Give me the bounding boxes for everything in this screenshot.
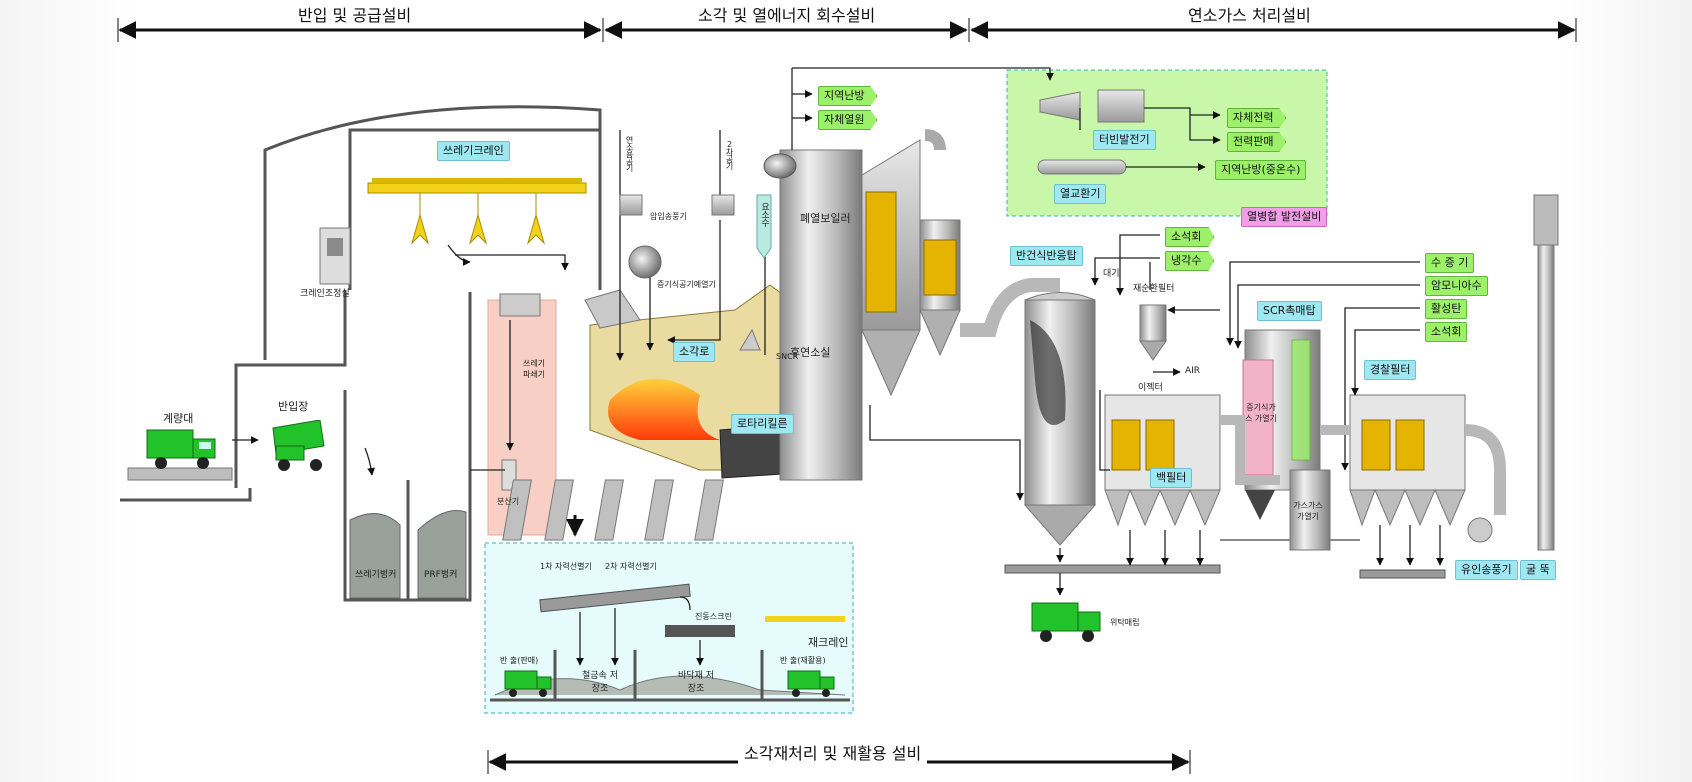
label-crane-room: 크레인조정실 xyxy=(300,289,350,299)
tag-slaked-lime: 소석회 xyxy=(1165,227,1215,247)
tag-slaked-lime-2: 소석회 xyxy=(1425,322,1468,342)
stack-graphic xyxy=(1533,194,1559,551)
tag-activated-carbon: 활성탄 xyxy=(1425,299,1468,319)
tag-turbine-generator: 터빈발전기 xyxy=(1093,130,1156,150)
truck-icon-tipping xyxy=(272,420,325,471)
tag-ammonia-water: 암모니아수 xyxy=(1425,276,1488,296)
tag-chp-facility: 열병합 발전설비 xyxy=(1241,207,1328,227)
weighbridge-platform xyxy=(127,467,233,481)
urea-tank xyxy=(756,194,772,259)
label-waste-bunker: 쓰레기벙커 xyxy=(355,570,397,580)
boiler-tower xyxy=(763,129,961,481)
truck-icon-fly-ash xyxy=(1031,602,1101,642)
truck-icon-weighbridge xyxy=(146,429,216,469)
section-title-ash: 소각재처리 및 재활용 설비 xyxy=(738,740,928,764)
tag-id-fan: 유인송풍기 xyxy=(1455,560,1518,580)
label-urea-water: 요소수 xyxy=(759,202,769,226)
label-waste-heat-boiler: 폐열보일러 xyxy=(800,212,851,225)
label-out-recycle: 반 출(재활용) xyxy=(780,656,826,665)
tag-district-heating: 지역난방 xyxy=(818,86,878,106)
scr-tower-graphic xyxy=(1242,329,1321,520)
tag-heat-exchanger: 열교환기 xyxy=(1054,184,1107,204)
polishing-filter-graphic xyxy=(1349,394,1466,527)
tag-self-power: 자체전력 xyxy=(1227,108,1287,128)
section-title-flue-gas: 연소가스 처리설비 xyxy=(1182,2,1317,26)
label-afterburner: 후연소실 xyxy=(790,346,831,359)
label-bottom-ash-storage: 바닥재 저장조 xyxy=(678,671,714,694)
flow-lines xyxy=(232,67,1444,666)
tag-scr-tower: SCR촉매탑 xyxy=(1257,301,1322,321)
tag-steam: 수 증 기 xyxy=(1425,253,1475,273)
label-shredder: 쓰레기 파쇄기 xyxy=(522,359,546,379)
ash-conveyor xyxy=(490,583,850,702)
label-prf-bunker: PRF벙커 xyxy=(424,570,458,580)
label-steam-gas-heater: 증기식가스 가열기 xyxy=(1245,403,1277,423)
tag-rotary-kiln: 로타리킬른 xyxy=(731,414,794,434)
section-title-incineration: 소각 및 열에너지 회수설비 xyxy=(692,2,882,26)
label-out-sale: 반 출(판매) xyxy=(500,656,539,665)
tag-district-heating-water: 지역난방(중온수) xyxy=(1215,160,1307,180)
label-secondary-air: 2차공기 xyxy=(725,140,734,169)
label-fly-ash-landfill: 위탁매립 xyxy=(1110,618,1140,627)
label-tipping-hall: 반입장 xyxy=(278,400,309,413)
bag-filter-graphic xyxy=(1104,394,1221,527)
waste-crane-graphic xyxy=(367,178,587,245)
section-title-intake: 반입 및 공급설비 xyxy=(292,2,418,26)
label-steam-air-preheater: 증기식공기예열기 xyxy=(657,280,716,289)
label-sncr: SNCR xyxy=(776,352,799,361)
tag-waste-crane: 쓰레기크레인 xyxy=(437,141,510,161)
label-mag-separator-1: 1차 자력선별기 xyxy=(540,562,592,571)
label-combustion-air: 연소용공기 xyxy=(625,136,634,171)
label-ash-crane: 재크레인 xyxy=(808,636,849,649)
label-scrap-storage: 철금속 저장조 xyxy=(582,671,618,694)
recirculation-filter-graphic xyxy=(1139,304,1167,361)
fly-ash-conveyor xyxy=(1004,564,1221,574)
tag-stack: 굴 뚝 xyxy=(1520,560,1556,580)
truck-icon-recycle xyxy=(787,670,835,697)
label-ejector: 이젝터 xyxy=(1138,383,1163,393)
label-forced-draft-fan: 압입송풍기 xyxy=(650,212,687,221)
semi-dry-reactor-graphic xyxy=(1023,292,1097,546)
tag-cooling-water: 냉각수 xyxy=(1165,251,1215,271)
tag-semi-dry-reactor: 반건식반응탑 xyxy=(1010,246,1083,266)
label-air: AIR xyxy=(1185,366,1201,376)
truck-icon-sale xyxy=(504,670,552,697)
tag-power-sale: 전력판매 xyxy=(1227,132,1287,152)
gas-gas-heater-graphic xyxy=(1289,469,1331,551)
tag-bag-filter: 백필터 xyxy=(1150,468,1193,488)
label-vibrating-screen: 진동스크린 xyxy=(695,612,732,621)
forced-draft-fan-graphic xyxy=(619,194,735,279)
label-splitter: 분산기 xyxy=(497,497,520,506)
label-gas-gas-heater: 가스가스 가열기 xyxy=(1293,501,1323,521)
label-recirculation-filter: 재순환필터 xyxy=(1133,284,1175,294)
label-atmosphere: 대기 xyxy=(1103,269,1120,279)
tag-polishing-filter: 경찰필터 xyxy=(1364,360,1417,380)
waste-bunker-pit xyxy=(343,292,472,602)
label-mag-separator-2: 2차 자력선별기 xyxy=(605,562,657,571)
tag-stoker: 소각로 xyxy=(673,342,716,362)
label-weighbridge: 계량대 xyxy=(163,412,194,425)
turbine-generator-graphic xyxy=(1037,89,1145,175)
tag-self-heat: 자체열원 xyxy=(818,110,878,130)
